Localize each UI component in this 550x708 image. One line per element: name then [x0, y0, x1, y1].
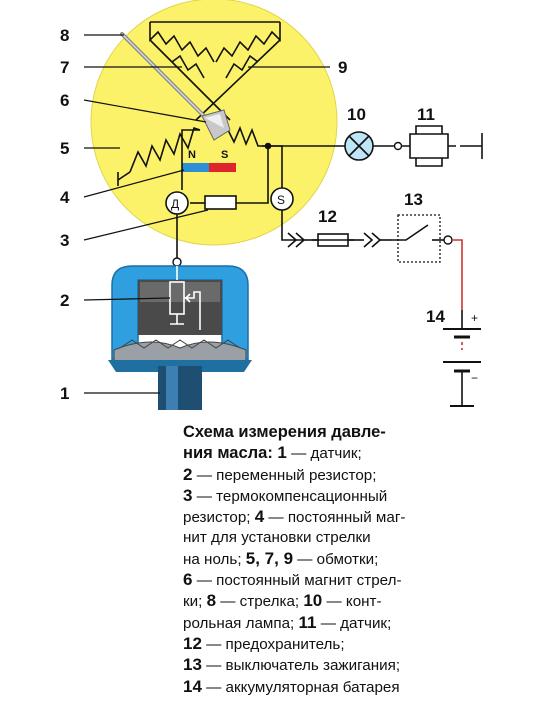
legend-desc: — постоянный маг-	[264, 509, 406, 527]
callout-13: 13	[404, 190, 423, 209]
legend-desc: нит для установки стрелки	[183, 529, 371, 547]
callout-8: 8	[60, 26, 69, 45]
signal-terminal-label: S	[277, 193, 285, 207]
legend-line-8: 6 — постоянный магнит стрел-	[183, 570, 543, 591]
legend-line-3: 2 — переменный резистор;	[183, 465, 543, 486]
legend-line-11: 12 — предохранитель;	[183, 634, 543, 655]
legend-desc: — переменный резистор;	[192, 466, 377, 484]
legend-line-4: 3 — термокомпенсационный	[183, 486, 543, 507]
callout-10: 10	[347, 105, 366, 124]
callout-14: 14	[426, 307, 445, 326]
legend-title-part1: Схема измерения давле-	[183, 423, 386, 441]
legend-line-6: нит для установки стрелки	[183, 528, 543, 548]
legend-desc: на ноль;	[183, 550, 246, 568]
callout-3: 3	[60, 231, 69, 250]
battery-wire	[452, 239, 463, 310]
legend-desc: — аккумуляторная батарея	[201, 678, 400, 696]
legend-num: 14	[183, 676, 202, 696]
legend-num: 5, 7, 9	[245, 548, 294, 568]
pressure-switch-sensor	[402, 133, 456, 159]
legend-line-13: 14 — аккумуляторная батарея	[183, 677, 543, 698]
lamp-circuit-wiring	[268, 133, 483, 159]
callout-7: 7	[60, 58, 69, 77]
legend-desc: — обмотки;	[293, 550, 379, 568]
legend-line-10: рольная лампа; 11 — датчик;	[183, 613, 543, 634]
legend-title-part2: ния масла:	[183, 444, 278, 463]
legend-desc: — стрелка;	[216, 593, 304, 611]
legend-line-2: ния масла: 1 — датчик;	[183, 443, 543, 464]
callout-2: 2	[60, 291, 69, 310]
legend-num: 10	[303, 591, 323, 611]
diagram-legend: Схема измерения давле- ния масла: 1 — да…	[183, 422, 543, 698]
pole-n-label: N	[188, 149, 196, 161]
callout-1: 1	[60, 384, 69, 403]
magnet-south	[209, 163, 236, 172]
thermo-resistor	[204, 195, 237, 210]
battery	[443, 310, 481, 407]
legend-desc: ки;	[183, 593, 207, 611]
ignition-switch	[392, 224, 444, 241]
pole-s-label: S	[221, 149, 228, 161]
legend-line-5: резистор; 4 — постоянный маг-	[183, 507, 543, 528]
legend-desc: — предохранитель;	[201, 635, 345, 653]
legend-num: 13	[183, 655, 202, 675]
winding-right	[227, 125, 262, 147]
legend-line-9: ки; 8 — стрелка; 10 — конт-	[183, 591, 543, 612]
legend-desc: — постоянный магнит стрел-	[192, 572, 402, 590]
callout-4: 4	[60, 188, 70, 207]
battery-plus: +	[471, 311, 478, 325]
legend-num: 6	[183, 570, 193, 590]
sensor-terminal-label: Д	[171, 197, 179, 211]
callout-5: 5	[60, 139, 69, 158]
callout-9: 9	[338, 58, 347, 77]
legend-desc: — конт-	[322, 593, 382, 611]
legend-desc: — термокомпенсационный	[192, 487, 388, 505]
legend-line-7: на ноль; 5, 7, 9 — обмотки;	[183, 549, 543, 570]
legend-line-1: Схема измерения давле-	[183, 422, 543, 443]
ignition-switch-box	[397, 214, 441, 263]
pressure-sensor-housing	[108, 265, 252, 410]
winding-top	[149, 21, 281, 121]
legend-desc: — датчик;	[286, 445, 362, 463]
legend-num: 4	[254, 507, 265, 527]
fuse-circuit-wiring	[281, 210, 392, 248]
oil-pressure-diagram: N S Д S	[60, 0, 483, 410]
callout-6: 6	[60, 91, 69, 110]
legend-num: 1	[277, 443, 287, 463]
magnet-north	[182, 163, 209, 172]
legend-desc: рольная лампа;	[183, 614, 299, 632]
callout-11: 11	[417, 105, 435, 124]
legend-num: 2	[183, 464, 193, 484]
battery-minus: −	[471, 371, 478, 385]
legend-num: 11	[298, 612, 317, 632]
callout-12: 12	[318, 207, 337, 226]
legend-desc: резистор;	[183, 509, 255, 527]
legend-desc: — датчик;	[316, 614, 392, 632]
callout-leaders	[83, 34, 330, 394]
legend-desc: — выключатель зажигания;	[201, 657, 401, 675]
winding-left	[117, 126, 201, 186]
legend-num: 3	[183, 485, 193, 505]
legend-num: 8	[206, 591, 217, 611]
legend-line-12: 13 — выключатель зажигания;	[183, 655, 543, 676]
legend-num: 12	[183, 633, 202, 653]
